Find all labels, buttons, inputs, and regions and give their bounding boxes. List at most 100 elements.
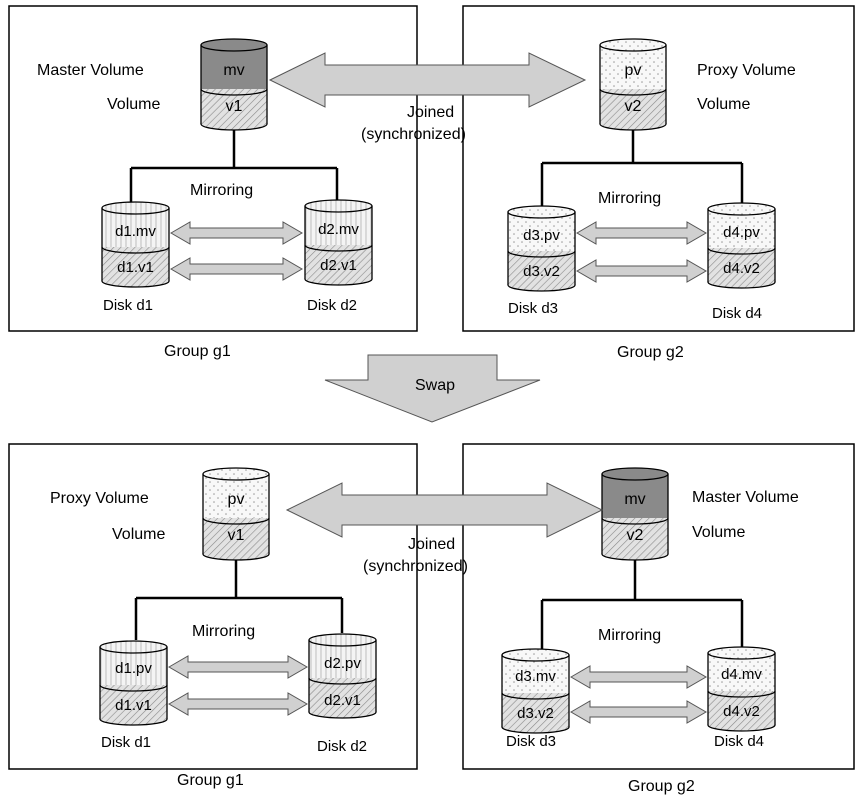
top-group-g2: Proxy Volume Volume pv v2 Mirroring [462, 5, 855, 332]
bottom-joined-arrow [285, 482, 604, 538]
bottom-synchronized-label: (synchronized) [363, 558, 468, 575]
disk-caption: Disk d1 [101, 734, 151, 751]
cylinder-top-label: pv [228, 491, 245, 508]
top-joined-arrow [268, 52, 587, 108]
disk-top-cap [308, 633, 377, 647]
bottom-g1-volume-cylinder: pv v1 [202, 467, 270, 561]
disk-divider [507, 250, 576, 258]
top-disk-d4: d4.pv d4.v2 Disk d4 [707, 202, 776, 322]
disk-caption: Disk d1 [103, 297, 153, 314]
top-joined-label: Joined [407, 104, 454, 121]
top-g2-frame [462, 5, 855, 332]
bottom-g1-type-label: Volume [112, 526, 165, 543]
bottom-group-g1: Proxy Volume Volume pv v1 Mirroring [8, 443, 418, 770]
top-g1-tree-connector [129, 130, 339, 203]
disk-divider [501, 692, 570, 700]
disk-bottom-label: d4.v2 [723, 703, 760, 720]
disk-top-cap [707, 646, 776, 660]
bottom-disk-d3: d3.mv d3.v2 Disk d3 [501, 648, 570, 750]
disk-top-cap [707, 202, 776, 216]
disk-bottom-label: d1.v1 [117, 259, 154, 276]
cylinder-bottom-label: v2 [625, 98, 642, 115]
disk-divider [707, 690, 776, 698]
cylinder-top-segment [201, 45, 267, 89]
bottom-g2-mirroring-label: Mirroring [598, 627, 661, 644]
disk-divider [101, 246, 170, 254]
bottom-g1-mirror-arrow-lower [168, 692, 308, 716]
disk-bottom-label: d1.v1 [115, 697, 152, 714]
cylinder-top-segment [203, 474, 269, 518]
disk-caption: Disk d2 [307, 297, 357, 314]
cylinder-divider [200, 88, 268, 96]
bottom-disk-d1: d1.pv d1.v1 Disk d1 [99, 640, 168, 751]
top-g2-tree-connector [540, 130, 744, 206]
bottom-g2-type-label: Volume [692, 524, 745, 541]
top-g1-frame [8, 5, 418, 332]
disk-top-label: d2.mv [318, 221, 359, 238]
disk-top-cap [101, 201, 170, 215]
top-g1-type-label: Volume [107, 96, 160, 113]
disk-caption: Disk d4 [714, 733, 764, 750]
bottom-disk-d2: d2.pv d2.v1 Disk d2 [308, 633, 377, 755]
cylinder-bottom-label: v2 [627, 527, 644, 544]
cylinder-top-label: pv [625, 62, 642, 79]
disk-top-label: d1.pv [115, 660, 152, 677]
top-disk-d2: d2.mv d2.v1 Disk d2 [304, 199, 373, 314]
cylinder-divider [599, 88, 667, 96]
bottom-g2-mirror-arrow-lower [570, 700, 707, 724]
cylinder-top-segment [600, 45, 666, 89]
disk-caption: Disk d2 [317, 738, 367, 755]
bottom-g1-mirroring-label: Mirroring [192, 623, 255, 640]
bottom-g2-mirror-arrow-upper [570, 665, 707, 689]
disk-divider [99, 684, 168, 692]
bottom-section: Proxy Volume Volume pv v1 Mirroring [8, 443, 855, 795]
disk-top-label: d3.pv [523, 227, 560, 244]
bottom-g2-volume-cylinder: mv v2 [601, 467, 669, 561]
disk-bottom-label: d3.v2 [517, 705, 554, 722]
bottom-group-g2: Master Volume Volume mv v2 Mirroring [462, 443, 855, 770]
disk-top-cap [304, 199, 373, 213]
top-g2-role-label: Proxy Volume [697, 62, 796, 79]
disk-bottom-label: d2.v1 [324, 692, 361, 709]
disk-divider [707, 247, 776, 255]
disk-caption: Disk d4 [712, 305, 762, 322]
disk-top-cap [99, 640, 168, 654]
bottom-g1-mirror-arrow-upper [168, 655, 308, 679]
bottom-g1-caption: Group g1 [177, 772, 244, 789]
top-g2-mirror-arrow-lower [576, 259, 707, 283]
cylinder-top-segment [602, 474, 668, 518]
bottom-g1-tree-connector [134, 560, 344, 640]
bottom-g2-role-label: Master Volume [692, 489, 799, 506]
cylinder-divider [601, 517, 669, 525]
swap-arrow [324, 354, 541, 423]
disk-top-cap [501, 648, 570, 662]
bottom-g2-frame [462, 443, 855, 770]
top-g2-caption: Group g2 [617, 344, 684, 361]
cylinder-top-cap [599, 38, 667, 52]
disk-caption: Disk d3 [508, 300, 558, 317]
cylinder-top-cap [202, 467, 270, 481]
top-g2-type-label: Volume [697, 96, 750, 113]
disk-top-label: d4.mv [721, 666, 762, 683]
top-g2-volume-cylinder: pv v2 [599, 38, 667, 131]
cylinder-top-cap [200, 38, 268, 52]
cylinder-top-cap [601, 467, 669, 481]
top-g1-volume-cylinder: mv v1 [200, 38, 268, 131]
bottom-disk-d4: d4.mv d4.v2 Disk d4 [707, 646, 776, 750]
cylinder-divider [202, 517, 270, 525]
disk-bottom-label: d4.v2 [723, 260, 760, 277]
top-g2-mirroring-label: Mirroring [598, 190, 661, 207]
top-disk-d3: d3.pv d3.v2 Disk d3 [507, 205, 576, 317]
disk-divider [308, 677, 377, 685]
top-group-g1: Master Volume Volume mv v1 Mirroring [8, 5, 418, 332]
top-g1-mirror-arrow-lower [170, 257, 303, 281]
top-g1-mirroring-label: Mirroring [190, 182, 253, 199]
bottom-joined-label: Joined [408, 536, 455, 553]
bottom-g1-role-label: Proxy Volume [50, 490, 149, 507]
disk-top-label: d2.pv [324, 655, 361, 672]
bottom-g2-tree-connector [540, 560, 744, 650]
disk-top-label: d3.mv [515, 668, 556, 685]
disk-bottom-label: d2.v1 [320, 257, 357, 274]
top-g2-mirror-arrow-upper [576, 221, 707, 245]
disk-divider [304, 244, 373, 252]
